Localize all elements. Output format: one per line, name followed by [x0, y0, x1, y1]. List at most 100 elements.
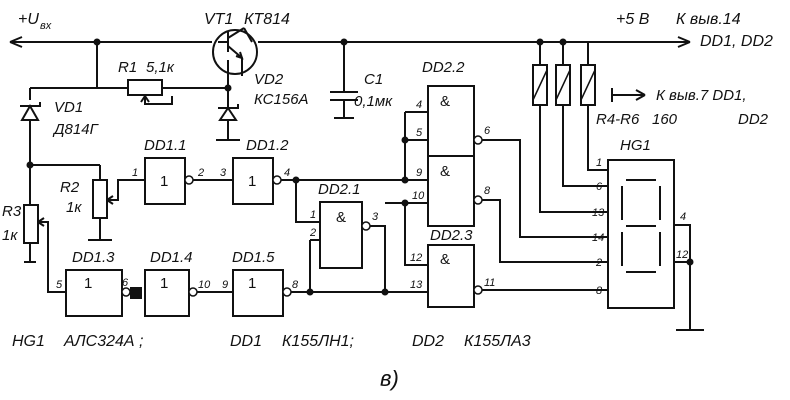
pin-hg-12: 12 — [676, 249, 688, 261]
junction-dot — [401, 136, 409, 144]
pin-dd23-in1: 12 — [410, 252, 422, 264]
label-dd12: DD1.2 — [246, 137, 289, 154]
gate-symbol-dd23: & — [440, 251, 450, 268]
gate-symbol-dd21: & — [336, 209, 346, 226]
gate-dd1-4 — [144, 269, 233, 317]
label-to-pin14: К выв.14 — [676, 11, 741, 28]
label-r2: R2 — [60, 179, 80, 196]
solder-blob — [130, 287, 142, 299]
label-c1: C1 — [364, 71, 383, 88]
label-dd14: DD1.4 — [150, 249, 193, 266]
gate-symbol-dd12: 1 — [248, 173, 256, 190]
pin-dd22b-out: 8 — [484, 185, 491, 197]
pin-dd21-in1: 1 — [310, 209, 316, 221]
junction-dot — [686, 258, 694, 266]
label-r3: R3 — [2, 203, 22, 220]
gate-dd2-1 — [319, 201, 386, 292]
label-c1-val: 0,1мк — [354, 93, 393, 110]
label-dd13: DD1.3 — [72, 249, 115, 266]
pin7-arrow — [611, 88, 646, 102]
label-r4r6-val: 160 — [652, 111, 678, 128]
pin-dd15-out: 8 — [292, 279, 299, 291]
legend-dd1: DD1 — [230, 333, 262, 350]
label-hg1: HG1 — [620, 137, 651, 154]
wire-dd12-to-dd21 — [295, 180, 320, 223]
wire-dd22-out6 — [482, 139, 608, 238]
gate-symbol-dd15: 1 — [248, 275, 256, 292]
figure-caption: в) — [380, 366, 399, 391]
pin-hg-8: 8 — [596, 285, 603, 297]
wire-dd23-pin12 — [404, 203, 428, 266]
label-r1: R1 — [118, 59, 137, 76]
resistor-r1 — [127, 79, 228, 105]
junction-dot — [224, 84, 232, 92]
pin-hg-4: 4 — [680, 211, 686, 223]
pin-dd12-in: 3 — [220, 167, 227, 179]
legend-hg: HG1 — [12, 333, 45, 350]
gate-dd2-3 — [427, 244, 483, 308]
label-vd1-type: Д814Г — [52, 121, 100, 138]
label-r2-val: 1к — [66, 199, 82, 216]
label-dd-bus: DD1, DD2 — [700, 33, 773, 50]
label-plus5: +5 В — [616, 11, 650, 28]
pin-dd22b-in1: 9 — [416, 167, 422, 179]
label-vin: +U — [18, 11, 39, 28]
gate-symbol-dd22a: & — [440, 93, 450, 110]
label-vt1-type: КТ814 — [244, 11, 290, 28]
pin-hg-13: 13 — [592, 207, 605, 219]
resistor-r2 — [88, 165, 145, 241]
gate-dd1-2 — [232, 157, 405, 205]
pin-dd22-in2: 5 — [416, 127, 423, 139]
output-arrow — [677, 36, 691, 48]
gate-symbol-dd14: 1 — [160, 275, 168, 292]
legend-dd2: DD2 — [412, 333, 444, 350]
legend-dd2-type: К155ЛА3 — [464, 333, 531, 350]
gate-dd1-3 — [65, 269, 131, 317]
label-to-pin7: К выв.7 DD1, — [656, 87, 747, 104]
pin-dd15-in: 9 — [222, 279, 228, 291]
pin-hg-1: 1 — [596, 157, 602, 169]
label-vt1: VT1 — [204, 11, 233, 28]
gate-dd1-5 — [232, 269, 385, 317]
pin-hg-2: 2 — [595, 257, 602, 269]
zener-vd2 — [216, 104, 240, 141]
label-vin-sub: вх — [40, 20, 52, 32]
label-vd2: VD2 — [254, 71, 284, 88]
pin-dd23-out: 11 — [484, 277, 495, 289]
gate-symbol-dd11: 1 — [160, 173, 168, 190]
legend-dd1-type: К155ЛН1; — [282, 333, 354, 350]
label-dd15: DD1.5 — [232, 249, 275, 266]
legend-hg-type: АЛС324А ; — [63, 333, 143, 350]
pin-dd21-in2: 2 — [309, 227, 316, 239]
pin-dd14-out: 10 — [198, 279, 211, 291]
resistors-r4-r6 — [532, 42, 608, 213]
label-vd1: VD1 — [54, 99, 83, 116]
pin-dd23-in2: 13 — [410, 279, 423, 291]
label-dd21: DD2.1 — [318, 181, 361, 198]
capacitor-c1 — [330, 42, 358, 119]
pin-dd21-out: 3 — [372, 211, 379, 223]
pin-dd22b-in2: 10 — [412, 190, 425, 202]
input-arrow — [9, 36, 23, 48]
label-dd11: DD1.1 — [144, 137, 187, 154]
pin-hg-14: 14 — [592, 232, 604, 244]
wire-dd22-out8 — [482, 199, 608, 263]
label-dd22: DD2.2 — [422, 59, 465, 76]
label-r4r6: R4-R6 — [596, 111, 640, 128]
gate-symbol-dd22b: & — [440, 163, 450, 180]
pin-dd13-in: 5 — [56, 279, 63, 291]
transistor-vt1 — [212, 27, 258, 76]
label-r1-val: 5,1к — [146, 59, 175, 76]
pin-dd22-in1: 4 — [416, 99, 422, 111]
resistor-r3 — [23, 204, 66, 293]
label-to-pin7-b: DD2 — [738, 111, 769, 128]
label-dd23: DD2.3 — [430, 227, 473, 244]
display-hg1 — [607, 159, 704, 331]
pin-dd11-in: 1 — [132, 167, 138, 179]
gate-dd1-1 — [144, 157, 233, 205]
pin-dd13-out: 6 — [122, 277, 129, 289]
label-vd2-type: КС156А — [254, 91, 309, 108]
gate-symbol-dd13: 1 — [84, 275, 92, 292]
